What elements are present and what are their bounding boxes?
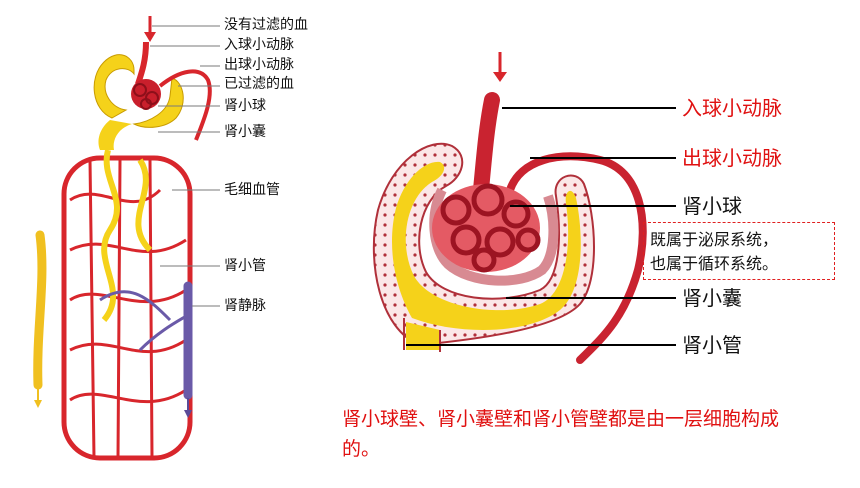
left-label-renal-vein: 肾静脉 [224, 298, 266, 314]
right-capsular-space [391, 161, 581, 330]
right-glomerulus [432, 183, 541, 273]
caption-text: 肾小球壁、肾小囊壁和肾小管壁都是由一层细胞构成的。 [342, 408, 780, 460]
left-label-filtered-blood: 已过滤的血 [224, 76, 294, 92]
blood-inflow-arrowhead [144, 32, 156, 42]
right-label-capsule: 肾小囊 [682, 286, 742, 310]
note-line-1: 既属于泌尿系统， [650, 230, 779, 249]
left-label-efferent-arteriole: 出球小动脉 [224, 57, 294, 73]
left-label-unfiltered-blood: 没有过滤的血 [224, 17, 308, 33]
right-label-tubule: 肾小管 [682, 333, 742, 357]
left-label-glomerulus: 肾小球 [224, 98, 266, 114]
left-label-capillary: 毛细血管 [224, 182, 280, 198]
left-label-tubule: 肾小管 [224, 258, 266, 274]
left-label-afferent-arteriole: 入球小动脉 [224, 37, 294, 53]
right-label-efferent-arteriole: 出球小动脉 [682, 146, 782, 170]
note-line-2: 也属于循环系统。 [650, 254, 779, 273]
left-nephron-illustration [33, 16, 220, 461]
left-glomerulus [131, 79, 161, 109]
left-leader-lines [150, 25, 220, 307]
left-capsule [93, 54, 135, 119]
right-tubule [406, 322, 440, 350]
left-capillary-network [61, 155, 193, 461]
glomerulus-note-box: 既属于泌尿系统， 也属于循环系统。 [643, 222, 835, 280]
right-label-afferent-arteriole: 入球小动脉 [682, 96, 782, 120]
left-label-capsule: 肾小囊 [224, 124, 266, 140]
right-leader-lines [406, 107, 676, 346]
right-nephron-illustration [372, 52, 676, 364]
right-label-glomerulus: 肾小球 [682, 194, 742, 218]
right-efferent-arteriole [506, 152, 647, 364]
